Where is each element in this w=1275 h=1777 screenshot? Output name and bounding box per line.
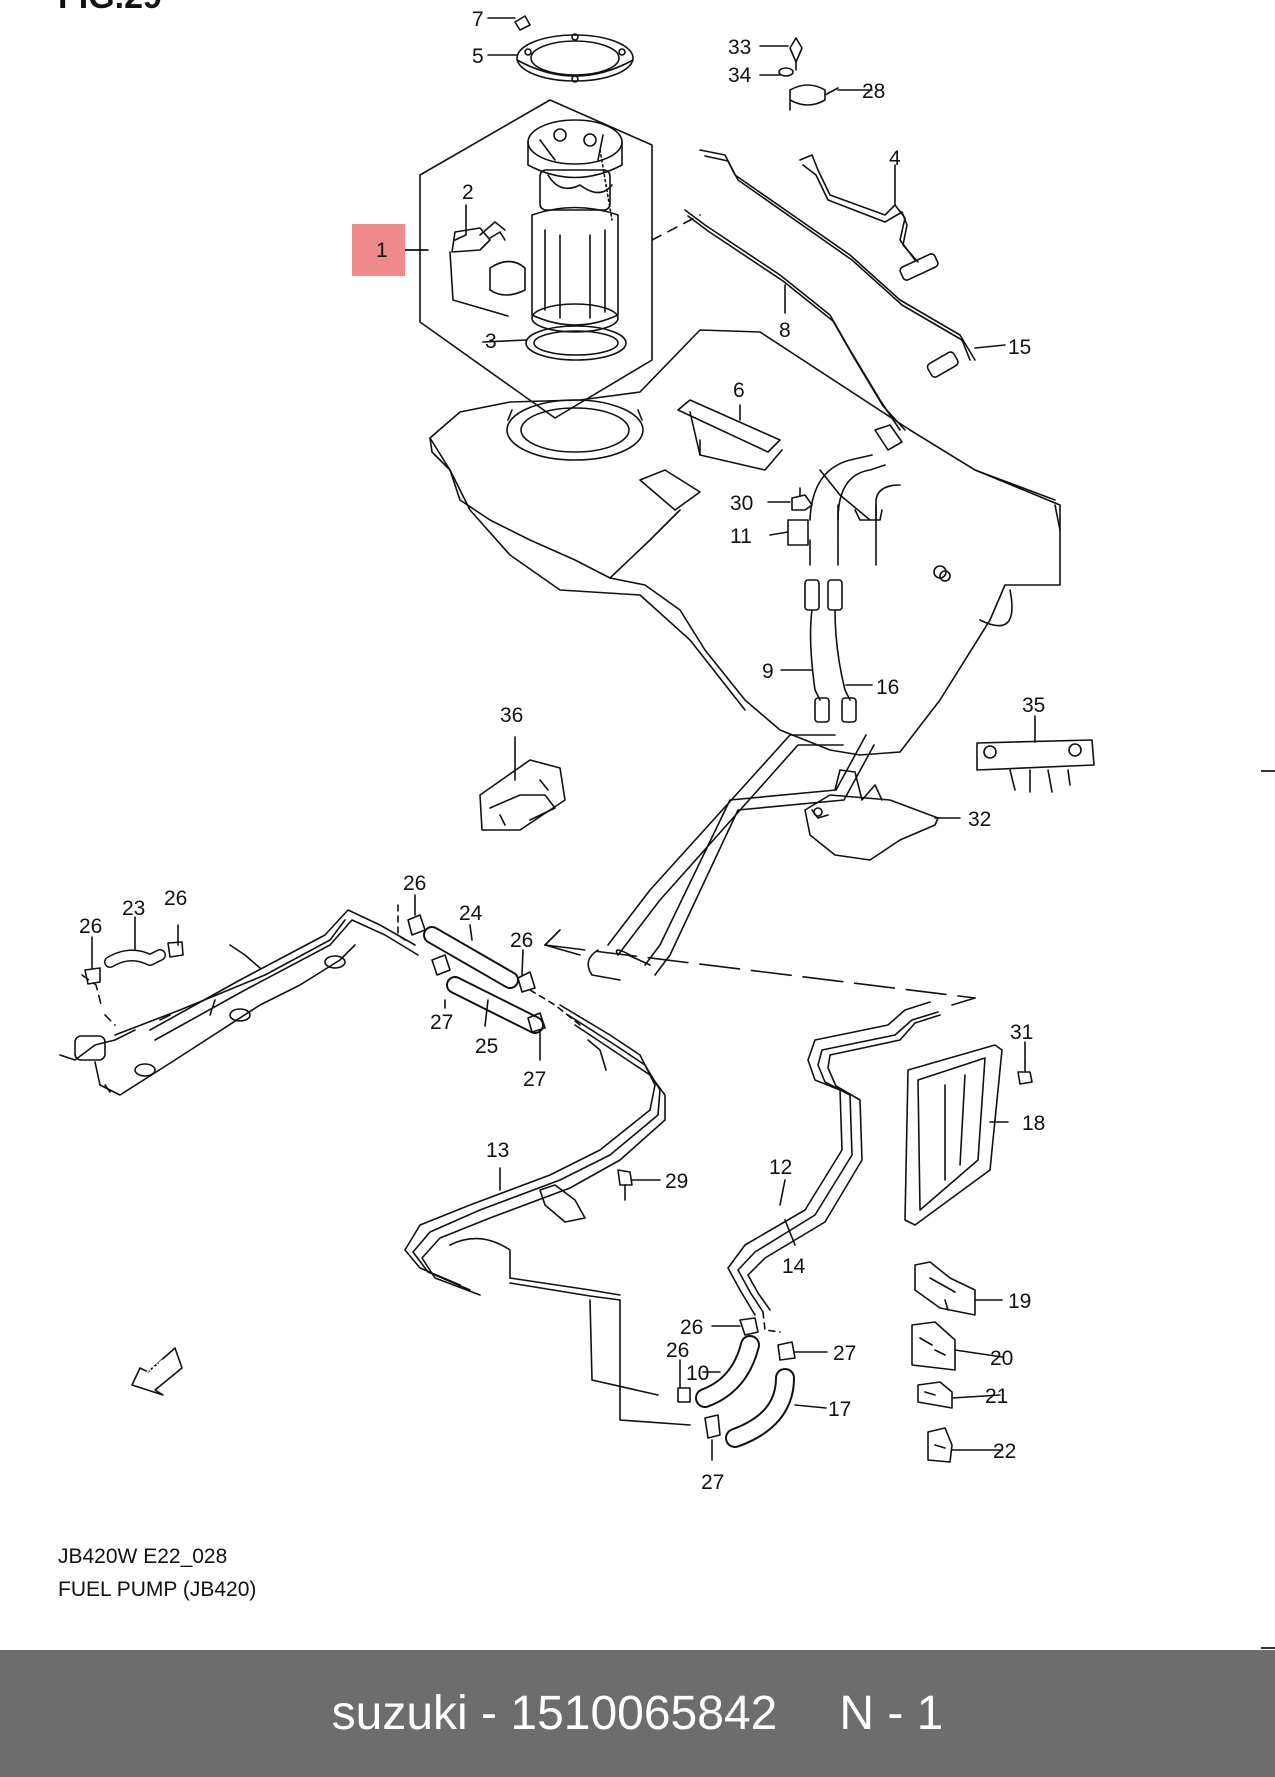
label-part-27: 27	[430, 1011, 453, 1034]
label-part-27: 27	[701, 1471, 724, 1494]
label-part-12: 12	[769, 1156, 792, 1179]
label-part-23: 23	[122, 897, 145, 920]
protector-32	[804, 769, 939, 861]
highlighted-part-marker	[352, 224, 405, 276]
quantity-label: N - 1	[839, 1687, 944, 1740]
main-fuel-lines	[587, 734, 875, 981]
label-part-24: 24	[459, 902, 483, 925]
label-part-36: 36	[500, 704, 523, 727]
bracket-35	[976, 739, 1095, 793]
label-part-16: 16	[876, 676, 899, 699]
fuel-pump-module-box	[419, 99, 701, 419]
label-part-20: 20	[990, 1347, 1013, 1370]
label-part-1: 1	[376, 239, 388, 262]
label-part-4: 4	[889, 147, 901, 170]
label-part-9: 9	[762, 660, 774, 683]
fuel-tank	[429, 329, 1061, 756]
label-part-26: 26	[403, 872, 426, 895]
label-part-26: 26	[680, 1316, 703, 1339]
protector-18	[904, 1044, 1033, 1226]
brand-separator: -	[467, 1687, 511, 1740]
brand-name: suzuki	[331, 1687, 468, 1740]
label-part-18: 18	[1022, 1112, 1045, 1135]
label-part-32: 32	[968, 808, 991, 831]
label-part-26: 26	[510, 929, 533, 952]
bracket-11	[787, 454, 901, 566]
label-part-26: 26	[79, 915, 102, 938]
label-part-15: 15	[1008, 336, 1031, 359]
parts-diagram: FIG.29 1 2 3 4 5 6 7 8 9 10 11 12 13 14 …	[58, 0, 1275, 1649]
header-fragment: FIG.29	[58, 0, 162, 16]
label-part-5: 5	[472, 45, 484, 68]
label-part-31: 31	[1010, 1021, 1033, 1044]
exploded-view-drawing: FIG.29 1 2 3 4 5 6 7 8 9 10 11 12 13 14 …	[58, 0, 1095, 1494]
clamp-28	[778, 37, 839, 111]
label-part-27: 27	[523, 1068, 546, 1091]
plate-5	[514, 15, 634, 83]
label-part-30: 30	[730, 492, 753, 515]
hose-9-16	[804, 579, 857, 723]
label-part-33: 33	[728, 36, 751, 59]
label-part-21: 21	[985, 1385, 1008, 1408]
label-part-29: 29	[665, 1170, 688, 1193]
label-part-6: 6	[733, 379, 745, 402]
edge-tick	[1261, 1647, 1275, 1649]
label-part-34: 34	[728, 64, 752, 87]
label-part-27: 27	[833, 1342, 856, 1365]
diagram-code: JB420W E22_028	[58, 1545, 228, 1568]
label-part-19: 19	[1008, 1290, 1031, 1313]
clamp-36	[479, 759, 566, 831]
rail-lines-left	[59, 904, 581, 1096]
part-info-footer: suzuki - 1510065842 N - 1	[0, 1650, 1275, 1777]
part-labels: FIG.29 1 2 3 4 5 6 7 8 9 10 11 12 13 14 …	[58, 0, 1045, 1494]
label-part-11: 11	[730, 525, 752, 548]
label-part-26: 26	[666, 1339, 689, 1362]
label-part-22: 22	[993, 1440, 1016, 1463]
label-part-25: 25	[475, 1035, 498, 1058]
label-part-28: 28	[862, 80, 885, 103]
label-part-14: 14	[782, 1255, 806, 1278]
vent-valve-6	[677, 399, 783, 471]
feed-lines	[684, 149, 976, 451]
label-part-8: 8	[779, 319, 791, 342]
label-part-10: 10	[686, 1362, 709, 1385]
lines-12-14	[544, 929, 976, 1448]
diagram-title: FUEL PUMP (JB420)	[58, 1578, 257, 1601]
label-part-17: 17	[828, 1398, 851, 1421]
lines-13	[404, 1004, 691, 1426]
label-part-3: 3	[485, 330, 497, 353]
leader-lines	[91, 17, 1036, 1461]
fwd-arrow-icon	[131, 1347, 183, 1396]
label-part-2: 2	[462, 181, 474, 204]
label-part-13: 13	[486, 1139, 509, 1162]
label-part-26: 26	[164, 887, 187, 910]
part-number: 1510065842	[510, 1687, 778, 1740]
label-part-35: 35	[1022, 694, 1045, 717]
clips-19-22	[911, 1261, 976, 1463]
label-part-7: 7	[472, 8, 484, 31]
edge-tick	[1261, 770, 1275, 772]
